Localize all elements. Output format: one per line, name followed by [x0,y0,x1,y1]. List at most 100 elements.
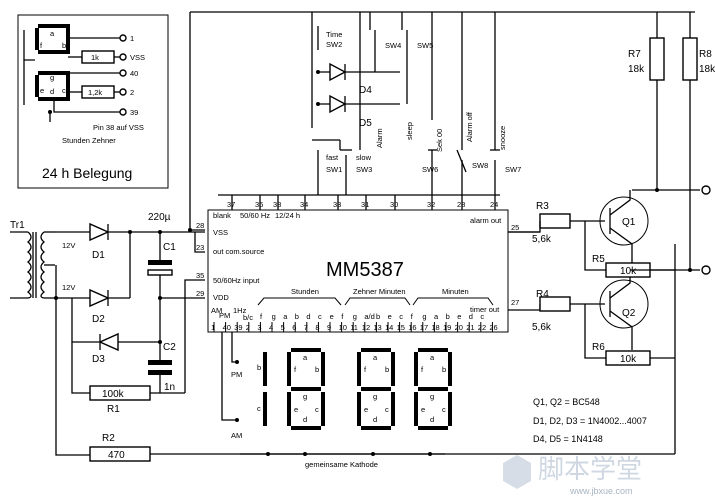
output-stage: R3 5,6k R4 5,6k Q1 Q2 R5 10k R6 10k [508,12,715,454]
label-sw4: SW4 [385,41,401,50]
pin-27: 27 [511,298,519,307]
note-1: Q1, Q2 = BC548 [533,397,600,407]
label-pm: PM [231,370,242,379]
inset-seg-b: b [62,41,66,50]
bottom-pin-5: 5 [281,323,285,332]
label-c2: C2 [163,342,176,353]
bottom-seg-label: b [295,312,299,321]
power-supply: Tr1 12V 12V D1 D2 D3 C1 220µ [10,212,675,462]
watermark: 脚本学堂 www.jbxue.com [503,455,642,496]
label-12v-1: 12V [62,241,75,250]
digit4-letter: e [421,405,425,414]
pin-36: 36 [255,200,263,209]
digit4-segment [418,387,448,391]
label-d2: D2 [92,314,105,325]
bottom-pin-12: 12 [362,323,370,332]
bottom-seg-label: c [480,312,484,321]
label-100k: 100k [102,389,125,400]
inset-digit-top [35,24,70,54]
digit3-letter: d [373,415,377,424]
ic-label-5060hz: 50/60 Hz [240,211,270,220]
label-kathode: gemeinsame Kathode [305,460,378,469]
label-r6-val: 10k [620,354,637,365]
inset-pin-1: 1 [130,34,134,43]
bottom-seg-label: f [411,312,414,321]
ic-label-bc: b/c [243,313,253,322]
bottom-pin-39: 39 [234,323,242,332]
ic-label-1hz: 1Hz [233,306,247,315]
pin-28: 28 [196,221,204,230]
digit3-letter: e [364,405,368,414]
bottom-pin-15: 15 [397,323,405,332]
digit3-segment [361,426,391,430]
inset-seg-e: e [40,86,44,95]
label-snooze: snooze [498,126,507,150]
label-sw5: SW5 [417,41,433,50]
digit2-letter: c [315,405,319,414]
bottom-pin-18: 18 [431,323,439,332]
label-sleep: sleep [405,122,414,140]
inset-seg-d: d [50,87,54,96]
label-sw8: SW8 [472,161,488,170]
label-sw7: SW7 [505,165,521,174]
label-r3: R3 [536,201,549,212]
bottom-seg-label: e [388,312,392,321]
bottom-seg-label: a [283,312,288,321]
digit4-letter: f [421,365,424,374]
digit3-letter: b [385,365,389,374]
bottom-pin-20: 20 [455,323,463,332]
bottom-seg-label: a [434,312,439,321]
bottom-pin-6: 6 [292,323,296,332]
bottom-pin-21: 21 [466,323,474,332]
label-sw1: SW1 [326,165,342,174]
ic-label-timerout: timer out [470,305,500,314]
bottom-seg-label: g [422,312,426,321]
digit4-letter: a [430,353,435,362]
ic-label-1224h: 12/24 h [275,211,300,220]
pin-25: 25 [511,223,519,232]
label-r5-val: 10k [620,266,637,277]
pin-24: 24 [490,200,498,209]
label-alarm: Alarm [375,128,384,148]
ic-label-5060input: 50/60Hz input [213,276,260,285]
label-r1: R1 [107,404,120,415]
label-r6: R6 [592,342,605,353]
ic-label-vdd: VDD [213,293,229,302]
label-r8-val: 18k [699,64,715,75]
label-d4: D4 [359,85,372,96]
label-r4: R4 [536,289,549,300]
bottom-seg-label: d [469,312,473,321]
label-r7: R7 [628,49,641,60]
ic-label-am: AM [211,306,222,315]
digit1-c: c [257,404,261,413]
watermark-text: 脚本学堂 [538,455,642,485]
digit2-segment [321,392,325,426]
bottom-pin-22: 22 [478,323,486,332]
digit3-segment [391,352,395,386]
label-tr1: Tr1 [10,220,25,231]
digit4-segment [414,392,418,426]
bottom-pin-3: 3 [257,323,261,332]
digit1-b: b [257,363,261,372]
digit4-segment [448,352,452,386]
digit4-segment [418,348,448,352]
pin-32: 32 [427,200,435,209]
note-3: D4, D5 = 1N4148 [533,434,603,444]
ic-group-minuten: Minuten [442,287,469,296]
label-12v-2: 12V [62,283,75,292]
bottom-pin-2: 2 [246,323,250,332]
bottom-pin-40: 40 [223,323,231,332]
label-q2: Q2 [622,308,636,319]
bottom-pin-26: 26 [489,323,497,332]
bottom-seg-label: e [330,312,334,321]
ic-name: MM5387 [326,259,404,281]
label-r2: R2 [102,433,115,444]
label-c1: C1 [163,242,176,253]
digit2-letter: a [303,353,308,362]
label-alarm-off: Alarm off [465,111,474,142]
inset-seg-g: g [50,73,54,82]
pin-30: 30 [390,200,398,209]
